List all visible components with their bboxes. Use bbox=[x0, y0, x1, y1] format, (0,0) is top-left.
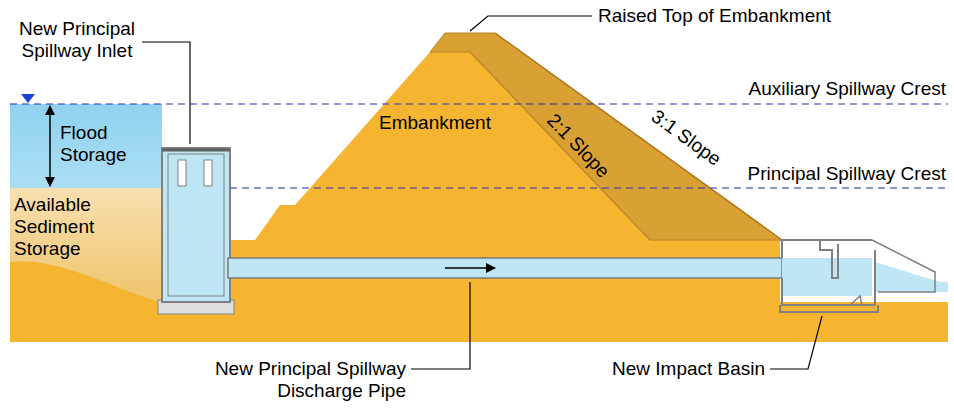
callout-label: New Impact Basin bbox=[612, 358, 772, 380]
level-label: Principal Spillway Crest bbox=[706, 163, 946, 185]
water-surface-symbol bbox=[21, 94, 35, 103]
flow-arrow bbox=[445, 267, 495, 269]
basin-water bbox=[782, 258, 872, 296]
leader-line bbox=[411, 282, 470, 369]
auxiliary-crest-line bbox=[10, 103, 948, 104]
inlet-riser-inner bbox=[168, 154, 224, 296]
zone-label: Available Sediment Storage bbox=[14, 194, 114, 260]
zone-label: Embankment bbox=[370, 112, 500, 134]
discharge-pipe bbox=[228, 258, 782, 278]
zone-label: Flood Storage bbox=[60, 122, 150, 166]
baffle-wall bbox=[820, 240, 838, 278]
principal-crest-line bbox=[230, 187, 948, 188]
dimension-arrow bbox=[49, 106, 51, 186]
callout-label: New Principal Spillway Discharge Pipe bbox=[176, 358, 406, 402]
leader-line bbox=[142, 42, 190, 144]
callout-label: Raised Top of Embankment bbox=[598, 5, 848, 27]
level-label: Auxiliary Spillway Crest bbox=[706, 78, 946, 100]
end-sill bbox=[850, 296, 862, 305]
weir-slot bbox=[204, 160, 212, 186]
leader-line bbox=[470, 16, 592, 31]
inlet-riser bbox=[162, 148, 230, 302]
outlet-water bbox=[875, 262, 948, 292]
callout-label: New Principal Spillway Inlet bbox=[12, 18, 142, 62]
slope-line bbox=[495, 33, 782, 240]
raised-embankment-fill bbox=[430, 33, 782, 240]
leader-line bbox=[770, 316, 822, 369]
outlet-wingwall bbox=[872, 240, 935, 292]
weir-slot bbox=[178, 160, 186, 186]
impact-basin bbox=[780, 240, 878, 312]
trash-rack bbox=[162, 149, 230, 152]
